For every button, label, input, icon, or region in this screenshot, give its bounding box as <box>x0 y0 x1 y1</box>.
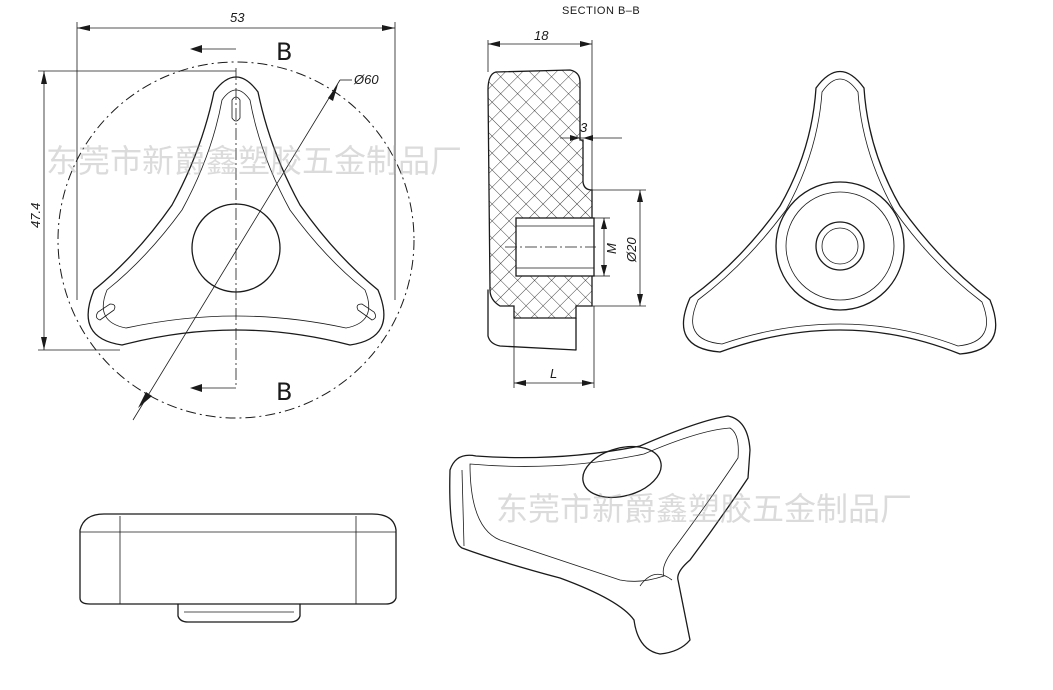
back-hub-inner <box>821 227 859 265</box>
step-arrow-left <box>570 135 580 141</box>
depth-label: 18 <box>534 28 549 43</box>
section-view: SECTION B–B 18 3 M Ø20 <box>487 5 646 388</box>
section-arrow-top-head <box>190 45 202 53</box>
width-arrow-left <box>77 25 90 31</box>
knob-outline <box>87 76 385 346</box>
thread-arrow-bottom <box>601 265 607 276</box>
back-inner-outline <box>692 78 987 347</box>
depth-arrow-left <box>488 41 500 47</box>
diameter-label: Ø60 <box>353 72 379 87</box>
length-arrow-right <box>582 380 594 386</box>
back-outline <box>682 71 997 355</box>
outer-diameter-circle <box>57 61 415 419</box>
step-arrow-right <box>583 135 593 141</box>
boss-label: Ø20 <box>624 237 639 263</box>
diameter-arrow-bottom <box>138 392 152 408</box>
watermark-bottom: 东莞市新爵鑫塑胶五金制品厂 <box>496 490 912 528</box>
boss-arrow-top <box>637 190 643 202</box>
iso-left-arm-edge <box>461 469 465 547</box>
section-title: SECTION B–B <box>562 5 640 17</box>
diameter-arrow-top <box>328 84 338 101</box>
back-hub <box>815 221 865 271</box>
left-slot <box>96 303 116 321</box>
iso-top-ridge <box>469 427 739 582</box>
section-arrow-bottom-head <box>190 384 202 392</box>
back-ring-mid <box>785 191 895 301</box>
section-lower-skirt <box>487 289 577 351</box>
front-view: Ø60 53 47.4 B B <box>28 10 415 421</box>
iso-outline <box>449 415 751 655</box>
section-letter-bottom: B <box>276 378 292 406</box>
right-slot <box>356 303 376 321</box>
length-arrow-left <box>514 380 526 386</box>
height-label: 47.4 <box>28 203 43 228</box>
top-slot <box>231 96 241 122</box>
iso-arm-tip <box>639 573 673 587</box>
section-letter-top: B <box>276 38 292 66</box>
height-arrow-bottom <box>41 337 47 350</box>
side-view <box>79 513 397 623</box>
boss-arrow-bottom <box>637 294 643 306</box>
back-view <box>682 71 997 355</box>
step-label: 3 <box>580 120 588 135</box>
height-arrow-top <box>41 71 47 84</box>
knob-inner-outline <box>102 89 370 329</box>
width-label: 53 <box>230 10 245 25</box>
watermark-top: 东莞市新爵鑫塑胶五金制品厂 <box>46 142 462 180</box>
isometric-view <box>449 415 751 655</box>
side-body <box>79 513 397 605</box>
section-hatched-body <box>487 69 593 319</box>
iso-boss <box>582 445 662 499</box>
length-label: L <box>550 366 557 381</box>
diameter-leader <box>132 79 341 421</box>
width-arrow-right <box>382 25 395 31</box>
back-ring-outer <box>775 181 905 311</box>
side-boss <box>177 603 301 623</box>
thread-label: M <box>604 243 619 254</box>
depth-arrow-right <box>580 41 592 47</box>
thread-arrow-top <box>601 218 607 229</box>
